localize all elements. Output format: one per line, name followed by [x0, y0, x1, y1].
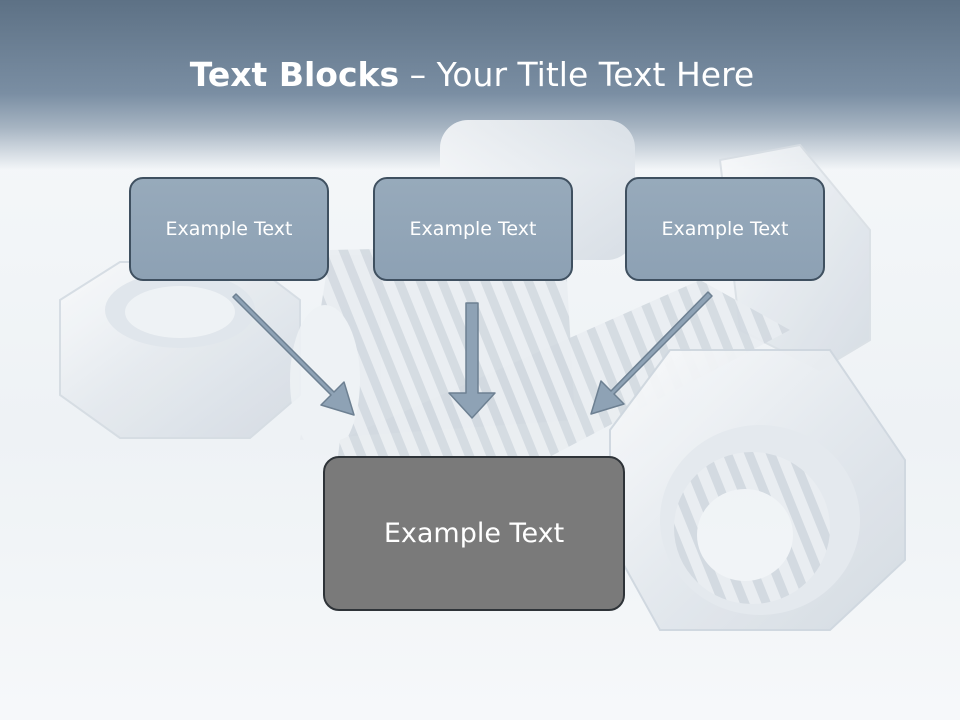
text-block-2[interactable]: Example Text — [373, 177, 573, 281]
text-block-2-label: Example Text — [409, 218, 537, 240]
text-block-1-label: Example Text — [165, 218, 293, 240]
slide-title: Text Blocks – Your Title Text Here — [0, 52, 944, 98]
text-block-1[interactable]: Example Text — [129, 177, 329, 281]
left-nut — [59, 261, 301, 439]
title-bold-part: Text Blocks — [189, 55, 400, 94]
main-text-block-label: Example Text — [383, 518, 565, 549]
main-text-block[interactable]: Example Text — [323, 456, 625, 611]
title-regular-part: – Your Title Text Here — [399, 55, 755, 94]
text-block-3[interactable]: Example Text — [625, 177, 825, 281]
front-right-nut — [609, 349, 906, 631]
text-block-3-label: Example Text — [661, 218, 789, 240]
